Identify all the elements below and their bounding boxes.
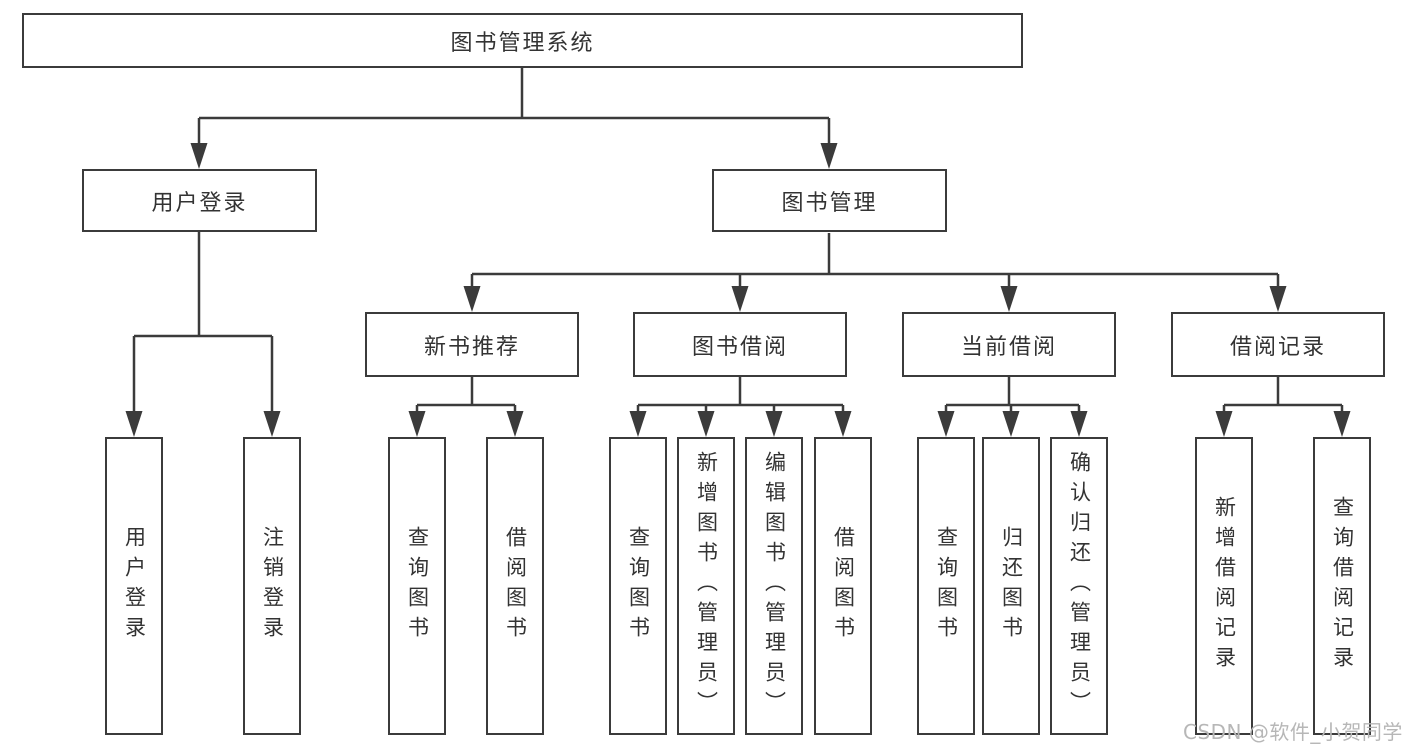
node-current-borrow: 当前借阅 [902, 312, 1116, 377]
node-borrow-records: 借阅记录 [1171, 312, 1385, 377]
leaf-add-books-admin: 新增图书（管理员） [677, 437, 735, 735]
leaf-borrow-books: 借阅图书 [814, 437, 872, 735]
leaf-edit-books-admin: 编辑图书（管理员） [745, 437, 803, 735]
leaf-user-login: 用户登录 [105, 437, 163, 735]
leaf-borrow-books-recommend: 借阅图书 [486, 437, 544, 735]
csdn-watermark: CSDN @软件_小贺同学 [1183, 720, 1403, 744]
node-root-system: 图书管理系统 [22, 13, 1023, 68]
leaf-query-borrow-record: 查询借阅记录 [1313, 437, 1371, 735]
leaf-logout: 注销登录 [243, 437, 301, 735]
leaf-query-books-current: 查询图书 [917, 437, 975, 735]
node-new-book-recommend: 新书推荐 [365, 312, 579, 377]
node-book-borrow: 图书借阅 [633, 312, 847, 377]
node-book-management: 图书管理 [712, 169, 947, 232]
leaf-query-books-recommend: 查询图书 [388, 437, 446, 735]
node-user-login: 用户登录 [82, 169, 317, 232]
leaf-add-borrow-record: 新增借阅记录 [1195, 437, 1253, 735]
leaf-confirm-return-admin: 确认归还（管理员） [1050, 437, 1108, 735]
leaf-return-books: 归还图书 [982, 437, 1040, 735]
leaf-query-books-borrow: 查询图书 [609, 437, 667, 735]
